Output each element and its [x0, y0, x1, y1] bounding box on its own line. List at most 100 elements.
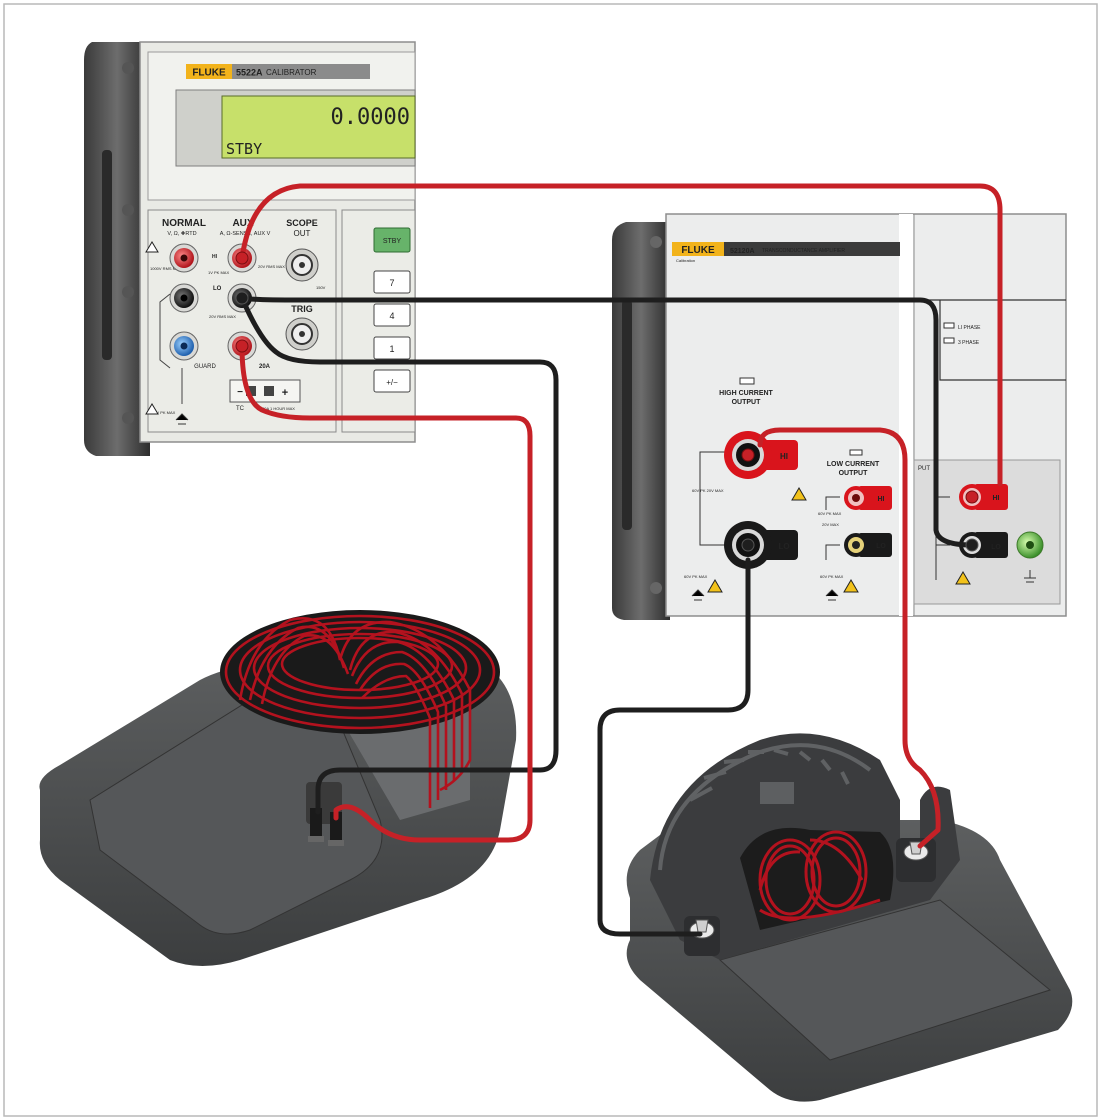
rating-low: 60V PK MAX	[818, 511, 842, 516]
screw-icon	[122, 286, 134, 298]
rating-normal: 1000V RMS MAX	[150, 266, 182, 271]
cable-20a-to-left-coil	[239, 343, 533, 843]
tc-plus: +	[282, 387, 288, 399]
left-coil-lo-post[interactable]	[308, 808, 324, 842]
calibrator-5522a: FLUKE 5522A CALIBRATOR 0.0000 STBY NORMA…	[84, 41, 416, 456]
amplifier-handle	[612, 222, 670, 620]
warning-icon	[843, 579, 859, 593]
svg-text:HI: HI	[780, 452, 788, 461]
label-scope: SCOPE	[286, 218, 318, 228]
screw-icon	[650, 236, 662, 248]
cable-aux-lo-to-input-lo	[239, 295, 975, 548]
rating-aux-hi: 20V RMS MAX	[258, 264, 285, 269]
phase-led	[943, 322, 955, 329]
key-plus-minus[interactable]: +/−	[373, 369, 411, 393]
label-normal: NORMAL	[162, 218, 206, 229]
terminal-guard[interactable]	[169, 331, 199, 361]
handle-slot	[102, 150, 112, 360]
right-fixture-lo-post[interactable]	[684, 916, 720, 956]
svg-text:LO: LO	[778, 542, 789, 551]
svg-text:1: 1	[389, 344, 394, 354]
indicator-frame	[918, 299, 1066, 381]
rating-lo: 20V RMS MAX	[209, 314, 236, 319]
warning-icon	[145, 403, 159, 415]
screw-icon	[122, 412, 134, 424]
rating-20a: 20A 1 HOUR MAX	[262, 406, 295, 411]
svg-text:LO: LO	[876, 543, 886, 550]
low-guide	[825, 496, 840, 560]
rating-guard: 20V PK MAX	[152, 410, 176, 415]
amp-handle-slot	[622, 300, 632, 530]
screw-icon	[122, 62, 134, 74]
amp-brand: FLUKE	[681, 245, 715, 256]
label-lo: LO	[213, 286, 222, 292]
key-7[interactable]: 7	[373, 270, 411, 294]
label-tc: TC	[236, 406, 245, 412]
cable-aux-lo-to-left-coil	[239, 295, 559, 815]
guide-line	[159, 293, 171, 369]
label-guard: GUARD	[194, 364, 216, 370]
svg-text:HI: HI	[878, 496, 885, 503]
key-4[interactable]: 4	[373, 303, 411, 327]
amp-product: TRANSCONDUCTANCE AMPLIFIER	[762, 248, 845, 254]
label-aux: AUX	[232, 218, 253, 229]
phase-2-label: 3 PHASE	[958, 340, 980, 346]
warning-icon	[707, 579, 723, 593]
rating-low-lo: 60V PK MAX	[820, 574, 844, 579]
cable-aux-hi-to-input-hi	[239, 183, 1003, 487]
screw-icon	[122, 204, 134, 216]
cables	[239, 183, 1003, 937]
terminal-trig[interactable]	[285, 317, 319, 351]
left-coil-hi-post[interactable]	[328, 812, 344, 846]
label-scope-out: OUT	[294, 229, 311, 238]
ground-icon	[691, 589, 705, 601]
svg-text:+/−: +/−	[386, 378, 398, 387]
tc-pin	[264, 386, 274, 396]
right-coil-windings	[758, 830, 881, 922]
key-1[interactable]: 1	[373, 336, 411, 360]
amp-brand-sub: Calibration	[676, 258, 695, 263]
ground-icon	[825, 589, 839, 601]
calibrator-handle	[84, 42, 150, 456]
amp-model: 52120A	[730, 248, 755, 255]
label-normal-sub: V, Ω, ✚RTD	[167, 230, 196, 237]
svg-text:7: 7	[389, 278, 394, 288]
low-current-led	[849, 449, 863, 456]
terminal-normal-lo[interactable]	[169, 283, 199, 313]
key-stby[interactable]: STBY	[373, 227, 411, 253]
left-toroid	[220, 610, 500, 808]
right-base-plate	[718, 899, 1052, 1061]
cable-high-lo-to-fixture	[597, 557, 751, 937]
phase-led	[943, 337, 955, 344]
cable-high-hi-to-fixture	[757, 427, 941, 849]
low-current-hi-terminal[interactable]: HI	[844, 486, 892, 510]
left-coil-fixture	[39, 610, 517, 966]
rating-high: 60V PK 20V MAX	[692, 488, 724, 493]
label-20a: 20A	[259, 364, 271, 370]
ground-icon	[175, 413, 189, 425]
rating-low-2: 20V MAX	[822, 522, 839, 527]
screw-icon	[650, 582, 662, 594]
ground-terminal[interactable]	[1016, 531, 1044, 559]
amp-title-bar	[672, 242, 900, 256]
low-current-lo-terminal[interactable]: LO	[844, 533, 892, 557]
right-fixture-hi-post[interactable]	[896, 838, 936, 882]
chassis-ground-icon	[1024, 570, 1036, 583]
plug-tips	[235, 251, 979, 552]
terminal-normal-hi[interactable]	[169, 243, 199, 273]
warning-icon	[145, 241, 159, 253]
rating-aux: 1V PK MAX	[208, 270, 229, 275]
terminal-scope-out[interactable]	[285, 248, 319, 282]
lcd-screen	[221, 95, 416, 159]
calibrator-product: CALIBRATOR	[266, 68, 317, 77]
warning-icon	[955, 571, 971, 585]
svg-text:STBY: STBY	[383, 238, 402, 245]
input-label: PUT	[918, 466, 930, 472]
fluke-logo-box	[186, 64, 232, 79]
tc-minus: −	[237, 387, 243, 398]
rating-scope: 150V	[316, 285, 326, 290]
high-current-led	[739, 377, 755, 385]
housing-badge	[760, 782, 794, 804]
